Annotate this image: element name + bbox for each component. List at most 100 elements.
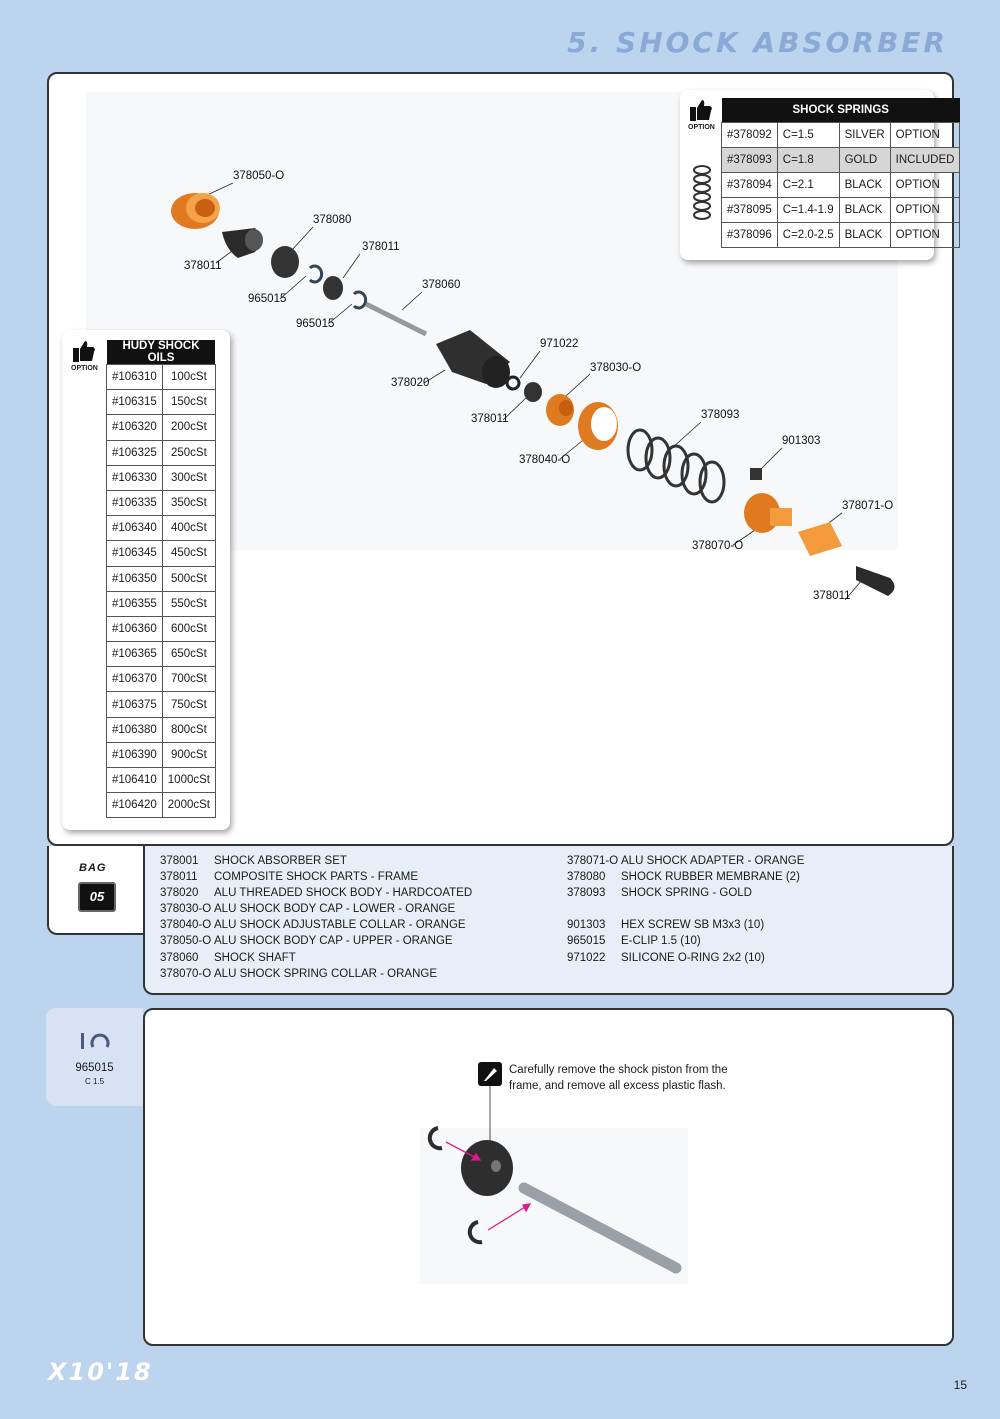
- spring-rate: C=1.4-1.9: [776, 197, 840, 223]
- part-code: 378030-O: [160, 903, 212, 916]
- spring-collar-part: [744, 493, 792, 533]
- bag-label: BAG: [79, 862, 107, 874]
- oil-code: #106420: [106, 792, 163, 819]
- oil-value: 350cSt: [161, 489, 216, 517]
- part-description: E-CLIP 1.5 (10): [621, 935, 701, 948]
- oil-value: 400cSt: [161, 515, 216, 542]
- oil-code: #106375: [106, 691, 163, 718]
- o-ring-part: [505, 375, 521, 391]
- oil-code: #106325: [106, 439, 163, 466]
- label-shaft: 378060: [422, 279, 461, 291]
- part-description: ALU SHOCK ADJUSTABLE COLLAR - ORANGE: [214, 919, 466, 932]
- label-spring: 378093: [701, 409, 740, 421]
- part-code: 378020: [160, 887, 199, 900]
- adjustable-collar-part: [578, 402, 618, 450]
- option-thumb-icon: OPTION: [688, 98, 715, 131]
- spring-code: #378093: [721, 147, 778, 173]
- shock-adapter-part: [798, 522, 842, 556]
- oil-value: 900cSt: [161, 741, 216, 769]
- part-description: ALU SHOCK BODY CAP - LOWER - ORANGE: [214, 903, 456, 916]
- oil-value: 2000cSt: [161, 792, 216, 819]
- upper-cap-part: [171, 193, 220, 229]
- oil-value: 1000cSt: [161, 766, 216, 794]
- oil-code: #106340: [106, 515, 163, 542]
- oil-code: #106360: [106, 615, 163, 643]
- part-code: 378080: [567, 871, 606, 884]
- oil-value: 700cSt: [161, 666, 216, 693]
- label-upper-cap: 378050-O: [233, 170, 285, 182]
- lower-cap-part: [546, 394, 574, 426]
- spring-color: GOLD: [838, 147, 891, 173]
- part-code: 378040-O: [160, 919, 212, 932]
- oil-code: #106315: [106, 389, 163, 416]
- label-lower-cap: 378030-O: [590, 362, 642, 374]
- part-callout-tab: 965015 C 1.5: [46, 1008, 143, 1106]
- callout-part-code: 965015: [75, 1062, 114, 1074]
- note-pen-icon: [478, 1062, 502, 1086]
- part-code: 378001: [160, 855, 199, 867]
- label-o-ring: 971022: [540, 338, 579, 350]
- callout-part-size: C 1.5: [84, 1077, 105, 1086]
- spring-color: SILVER: [838, 122, 891, 148]
- frame-mid-part: [524, 382, 542, 402]
- label-frame-3: 378011: [471, 413, 509, 425]
- oil-value: 100cSt: [161, 363, 216, 391]
- oil-value: 800cSt: [161, 716, 216, 743]
- section-title: 5. SHOCK ABSORBER: [567, 26, 948, 59]
- parts-list-item: 378020 ALU THREADED SHOCK BODY - HARDCOAT…: [160, 885, 472, 901]
- shock-shaft-part: [364, 301, 428, 337]
- e-clip-part: [308, 264, 324, 284]
- part-description: SHOCK ABSORBER SET: [214, 855, 347, 867]
- oils-header: HUDY SHOCK OILS: [106, 340, 216, 365]
- part-description: SHOCK SHAFT: [214, 951, 296, 964]
- spring-color: BLACK: [838, 172, 891, 198]
- spring-code: #378096: [721, 222, 778, 248]
- page-number: 15: [953, 1378, 967, 1392]
- hex-screw-part: [750, 468, 762, 480]
- bag-panel: BAG 05: [47, 846, 143, 935]
- part-description: SHOCK SPRING - GOLD: [621, 887, 752, 900]
- label-hex-screw: 901303: [782, 435, 821, 447]
- piston: [461, 1140, 513, 1196]
- part-description: HEX SCREW SB M3x3 (10): [621, 919, 765, 932]
- footer-logo: X10'18: [48, 1358, 153, 1386]
- label-eclip-2: 965015: [296, 318, 335, 330]
- spring-color: BLACK: [838, 197, 891, 223]
- label-frame-2: 378011: [184, 260, 222, 272]
- oil-value: 150cSt: [161, 389, 216, 416]
- part-code: 378070-O: [160, 967, 212, 980]
- label-frame-4: 378011: [813, 590, 851, 602]
- frame-top-part: [222, 228, 263, 258]
- part-description: ALU THREADED SHOCK BODY - HARDCOATED: [214, 887, 473, 900]
- part-description: SHOCK RUBBER MEMBRANE (2): [621, 871, 800, 884]
- oil-code: #106380: [106, 716, 163, 743]
- part-code: 378011: [160, 871, 198, 884]
- oil-value: 600cSt: [161, 615, 216, 643]
- spring-rate: C=1.5: [776, 122, 840, 148]
- spring-rate: C=1.8: [776, 147, 840, 173]
